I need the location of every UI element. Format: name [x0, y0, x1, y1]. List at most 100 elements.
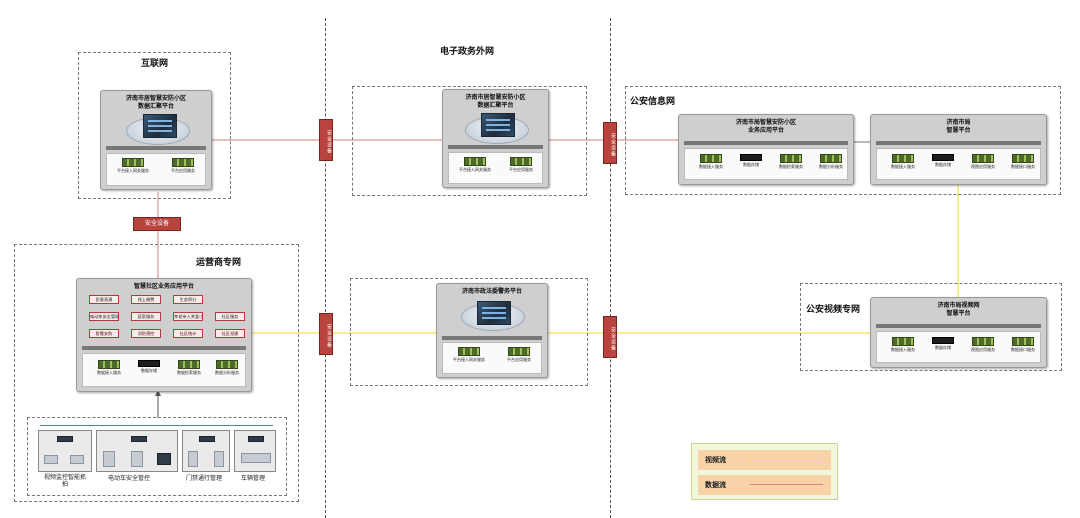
switch-icon: [57, 436, 73, 442]
field-group-access[interactable]: [182, 430, 230, 472]
zone-operator: [14, 244, 299, 502]
switch-icon: [248, 436, 264, 442]
legend: 视频流 数据流: [691, 443, 838, 500]
service-panel: 平台接入网关服务 平台应用服务: [442, 342, 542, 374]
security-gateway-vertical: 安全设备: [133, 217, 181, 231]
server-cluster-icon: [143, 114, 177, 138]
module-community-service[interactable]: 社区服务: [215, 312, 245, 321]
platform-bar: [876, 324, 1041, 328]
module-eco-points[interactable]: 生态积分: [173, 295, 203, 304]
server-icon: [172, 158, 194, 167]
module-smart-security[interactable]: 智慧安防: [89, 329, 119, 338]
platform-bar: [442, 336, 542, 340]
field-label-vehicle: 车辆管理: [241, 475, 266, 482]
service-data-storage: 数据存储: [919, 154, 967, 168]
platform-title: 济南市居智慧安防小区 数据汇聚平台: [465, 94, 526, 109]
service-gateway: 平台接入网关服务: [451, 157, 499, 173]
module-elderly-care[interactable]: 孝老亲人关爱小程序: [173, 312, 203, 321]
module-ebike-safety[interactable]: 电动车安全管理: [89, 312, 119, 321]
server-icon: [972, 154, 994, 163]
legend-label-data: 数据流: [705, 481, 726, 489]
security-gateway-operator-egov: 安全设备: [319, 313, 333, 355]
storage-icon: [740, 154, 762, 161]
server-icon: [972, 337, 994, 346]
platform-community[interactable]: 智慧社区业务应用平台 民意直通 线上缴费 生态积分 电动车安全管理 居家服务 孝…: [76, 278, 252, 392]
zone-police-video-title: 公安视频专网: [806, 305, 861, 315]
service-data-search: 数据检索服务: [767, 154, 815, 170]
server-icon: [820, 154, 842, 163]
server-icon: [122, 158, 144, 167]
storage-icon: [138, 360, 160, 367]
platform-bar: [684, 141, 848, 145]
security-gateway-egov-police: 安全设备: [603, 122, 617, 164]
gate-icon: [214, 451, 224, 467]
module-party-building[interactable]: 社区党建: [215, 329, 245, 338]
switch-icon: [199, 436, 215, 442]
service-data-storage: 数据存储: [919, 337, 967, 351]
security-gateway-internet-egov: 安全设备: [319, 119, 333, 161]
legend-row-video: 视频流: [698, 450, 831, 470]
camera-icon: [70, 455, 84, 464]
service-data-access: 数据接入服务: [687, 154, 735, 170]
server-icon: [892, 154, 914, 163]
gate-icon: [188, 451, 198, 467]
service-view-app: 视图应用服务: [959, 154, 1007, 170]
module-home-service[interactable]: 居家服务: [131, 312, 161, 321]
service-data-analysis: 数据分析服务: [807, 154, 855, 170]
server-icon: [508, 347, 530, 356]
platform-police-management[interactable]: 济南市局 智慧平台 数据接入服务 数据存储 视图应用服务 数据接口服务: [870, 114, 1047, 185]
charging-pile-icon: [103, 451, 115, 467]
platform-bar: [448, 145, 543, 149]
service-panel: 平台接入网关服务 平台应用服务: [448, 152, 543, 184]
service-gateway: 平台接入网关服务: [445, 347, 493, 363]
platform-egov-aggregation[interactable]: 济南市居智慧安防小区 数据汇聚平台 平台接入网关服务 平台应用服务: [442, 89, 549, 188]
zone-police-video: [800, 283, 1062, 371]
server-icon: [1012, 337, 1034, 346]
service-data-access: 数据接入服务: [85, 360, 133, 376]
service-data-interface: 数据接口服务: [999, 337, 1047, 353]
module-fire-control[interactable]: 消防预控: [131, 329, 161, 338]
server-icon: [892, 337, 914, 346]
server-cluster-icon: [481, 113, 515, 137]
service-data-access: 数据接入服务: [879, 337, 927, 353]
storage-icon: [932, 154, 954, 161]
detector-icon: [131, 451, 143, 467]
service-panel: 平台接入网关服务 平台应用服务: [106, 153, 206, 186]
module-community-stats[interactable]: 社区统计: [173, 329, 203, 338]
field-group-ebike[interactable]: [96, 430, 178, 472]
server-icon: [780, 154, 802, 163]
service-app: 平台应用服务: [159, 158, 207, 174]
module-online-payment[interactable]: 线上缴费: [131, 295, 161, 304]
legend-line-video: [750, 459, 823, 460]
field-devices-area: [27, 417, 287, 496]
field-group-video[interactable]: [38, 430, 92, 472]
barrier-gate-icon: [241, 453, 271, 463]
server-cluster-icon: [477, 301, 511, 325]
field-bus-line: [40, 425, 273, 426]
platform-video-management[interactable]: 济南市局视频网 智慧平台 数据接入服务 数据存储 视图应用服务 数据接口服务: [870, 297, 1047, 368]
module-public-opinion[interactable]: 民意直通: [89, 295, 119, 304]
server-icon: [458, 347, 480, 356]
service-data-access: 数据接入服务: [879, 154, 927, 170]
platform-bar: [82, 346, 246, 350]
switch-icon: [131, 436, 147, 442]
zone-police-info: [625, 86, 1061, 195]
server-icon: [700, 154, 722, 163]
platform-egov-police[interactable]: 济南市政法委警务平台 平台接入网关服务 平台应用服务: [436, 283, 548, 378]
security-gateway-egov-video: 安全设备: [603, 316, 617, 358]
platform-internet-aggregation[interactable]: 济南市居智慧安防小区 数据汇聚平台 平台接入网关服务 平台应用服务: [100, 90, 212, 190]
legend-line-data: [750, 484, 823, 485]
zone-operator-title: 运营商专网: [196, 258, 242, 268]
field-group-vehicle[interactable]: [234, 430, 276, 472]
platform-title: 济南市局智慧安防小区 业务应用平台: [735, 119, 796, 134]
platform-police-application[interactable]: 济南市局智慧安防小区 业务应用平台 数据接入服务 数据存储 数据检索服务 数据分…: [678, 114, 854, 185]
platform-title: 济南市局 智慧平台: [946, 119, 971, 134]
service-gateway: 平台接入网关服务: [109, 158, 157, 174]
service-view-app: 视图应用服务: [959, 337, 1007, 353]
legend-label-video: 视频流: [705, 456, 726, 464]
server-icon: [464, 157, 486, 166]
service-data-analysis: 数据分析服务: [203, 360, 251, 376]
platform-title: 济南市局视频网 智慧平台: [937, 302, 980, 317]
legend-row-data: 数据流: [698, 475, 831, 495]
service-app: 平台应用服务: [495, 347, 543, 363]
